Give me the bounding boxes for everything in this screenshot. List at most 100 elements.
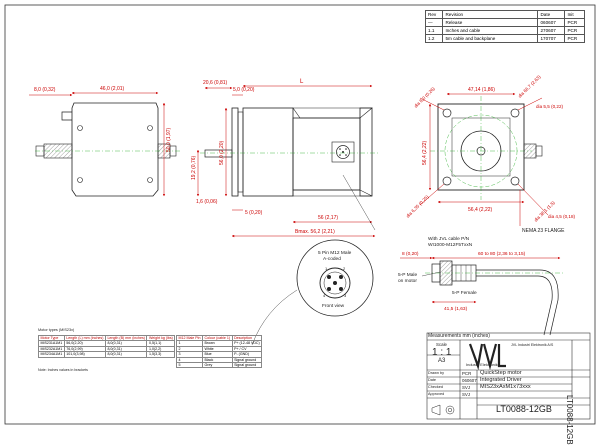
pin-cell: Grey xyxy=(201,361,233,369)
side-dim-width: 46,0 (2,01) xyxy=(100,86,125,92)
company-logo xyxy=(468,343,506,371)
revision-init: PCR xyxy=(564,26,585,35)
pin-label-2: 2 xyxy=(343,266,346,271)
front-dim-shaft-height: 19,2 (0,76) xyxy=(191,155,197,180)
pin-2 xyxy=(339,275,343,279)
motor-header-length-b: Length (B) mm (inches) xyxy=(104,334,148,342)
pin-label-4: 4 xyxy=(323,293,326,298)
front-dim-body: 56 (2,17) xyxy=(318,215,338,221)
flange-view xyxy=(419,92,549,226)
pin-cell: Signal ground xyxy=(231,356,263,364)
pin-label-5: 5 xyxy=(337,282,340,287)
revision-init: PCR xyxy=(564,34,585,43)
title-block-frame xyxy=(426,332,591,420)
front-dim-bmax: Bmax. 56,2 (2,21) xyxy=(295,229,335,235)
front-dim-flange: 5,0 (0,20) xyxy=(233,87,255,93)
cable-dim-offset: 8 (0,20) xyxy=(402,251,419,257)
pin-cell: Signal ground xyxy=(231,361,263,369)
front-dim-pilot: 5 (0,20) xyxy=(245,210,263,216)
cable-title-2: WI1000-M12F5TxxN xyxy=(428,242,473,248)
front-dim-length: L xyxy=(300,79,304,85)
drawn-value: PCR xyxy=(462,371,472,376)
flange-dim-hole: dia 5,5 (0,22) xyxy=(536,104,564,109)
motor-cell: MIS232A1M1 xyxy=(38,345,65,353)
front-dim-height: 56,0 (2,20) xyxy=(219,140,225,165)
revision-init: PCR xyxy=(564,18,585,27)
approved-value: SVJ xyxy=(462,392,471,397)
table-row: MIS232A1M1 76,0(2,99) 8,0(0,31) 1,0(2,2) xyxy=(38,345,176,353)
pin-header-colour: Colour (cable 1) xyxy=(201,334,233,342)
motor-header-length-l: Length (L) mm (inches) xyxy=(63,334,106,342)
pin-label-1: 1 xyxy=(325,266,328,271)
pin-table-header: M12 Male Pin Colour (cable 1) Descriptio… xyxy=(176,334,263,342)
nema-label: NEMA 23 FLANGE xyxy=(522,228,565,234)
revision-rev: 1.2 xyxy=(424,34,444,43)
drawing-sheet: 8,0 (0,32) 46,0 (2,01) 50,0 (1,97) 20,6 … xyxy=(4,4,596,445)
approved-label: Approved xyxy=(428,392,445,396)
flange-dim-top: 47,14 (1,86) xyxy=(468,87,495,93)
pin-5 xyxy=(333,281,337,285)
company-name: Industri Elektronik xyxy=(466,362,498,367)
pin-3 xyxy=(339,287,343,291)
sheet-format: A3 xyxy=(438,358,446,364)
revision-date: 270607 xyxy=(537,26,566,35)
connector-title-1: 5 Pin M12 Male xyxy=(318,250,352,256)
revision-row: 1.1 Inches and cable 270607 PCR xyxy=(424,26,585,35)
cable-male-label-1: 5-P Male xyxy=(398,272,417,278)
side-dim-offset: 8,0 (0,32) xyxy=(34,87,56,93)
motor-cell: MIS234A1M1 xyxy=(38,351,65,358)
connector-view-label: Front view xyxy=(322,303,345,309)
pin-header-desc: Description xyxy=(231,334,263,342)
pin-1 xyxy=(327,275,331,279)
revision-header-date: Date xyxy=(537,10,566,19)
pin-header-pin: M12 Male Pin xyxy=(176,334,203,342)
front-view xyxy=(196,84,378,238)
cable-dim-length: 60 to 80 (2,36 to 3,15) xyxy=(478,251,526,257)
pin-table: M12 Male Pin Colour (cable 1) Descriptio… xyxy=(176,334,263,369)
revision-rev: — xyxy=(424,18,444,27)
revision-header-row: Rev Revision Date Init xyxy=(424,10,585,19)
pin-4 xyxy=(327,287,331,291)
sheet-border xyxy=(4,4,596,425)
front-dim-shaft: 20,6 (0,81) xyxy=(203,80,228,86)
revision-row: 1.2 5m cable and backplane 170707 PCR xyxy=(424,34,585,43)
revision-text: Inches and cable xyxy=(442,26,539,35)
motor-table-notes: Note: Inches values in brackets xyxy=(38,368,88,372)
scale-label: Scale xyxy=(436,342,447,347)
cable-dim-connector: 41,5 (1,63) xyxy=(444,306,468,312)
side-view xyxy=(29,91,180,197)
date-label: Date xyxy=(428,378,437,382)
motor-cell: 1,0(2,2) xyxy=(146,345,176,353)
motor-table-caption: Motor types (MIS23x) xyxy=(38,328,75,332)
motor-header-weight: Weight kg (lbs) xyxy=(146,334,176,342)
table-row: MIS231A1M1 56,0(2,20) 8,0(0,31) 0,5(1,1) xyxy=(38,340,176,347)
drawn-label: Drawn by xyxy=(428,371,445,375)
revision-rev: 1.1 xyxy=(424,26,444,35)
cable-title-1: With JVL cable P/N xyxy=(428,236,470,242)
flange-dim-left-top: dia 8,0 (0,26) xyxy=(413,86,436,109)
motor-cell: 1,5(3,3) xyxy=(146,351,176,358)
table-row: 5 Grey Signal ground xyxy=(176,361,263,369)
pin-cell: P- (GND) xyxy=(231,351,263,358)
connector-detail xyxy=(251,174,376,346)
revision-header-rev: Rev xyxy=(424,10,444,19)
side-dim-height: 50,0 (1,97) xyxy=(166,127,172,152)
revision-row: — Release 060607 PCR xyxy=(424,18,585,27)
scale-value: 1 : 1 xyxy=(432,347,452,358)
motor-table: Motor Type Length (L) mm (inches) Length… xyxy=(38,334,176,358)
checked-label: Checked xyxy=(428,385,443,389)
projection-symbol xyxy=(431,404,455,416)
measurement-note: Measurements mm (inches) xyxy=(428,333,490,339)
revision-header-init: Init xyxy=(564,10,585,19)
company-address: JVL Industri Elektronik A/S xyxy=(511,343,554,347)
pin-cell: P+ (12-48 VDC) xyxy=(231,340,263,347)
front-dim-flange-thickness: 1,6 (0,06) xyxy=(196,199,218,205)
technical-drawing-canvas: 8,0 (0,32) 46,0 (2,01) 50,0 (1,97) 20,6 … xyxy=(4,4,596,425)
revision-header-text: Revision xyxy=(442,10,539,19)
motor-table-header: Motor Type Length (L) mm (inches) Length… xyxy=(38,334,176,342)
cable-female-label: 5-P Female xyxy=(452,290,477,296)
cable-view xyxy=(400,256,565,336)
flange-dim-bottom: 56,4 (2,22) xyxy=(468,207,493,213)
flange-dim-side: 56,4 (2,22) xyxy=(422,140,428,165)
drawing-name-2: Integrated Driver xyxy=(480,377,522,383)
